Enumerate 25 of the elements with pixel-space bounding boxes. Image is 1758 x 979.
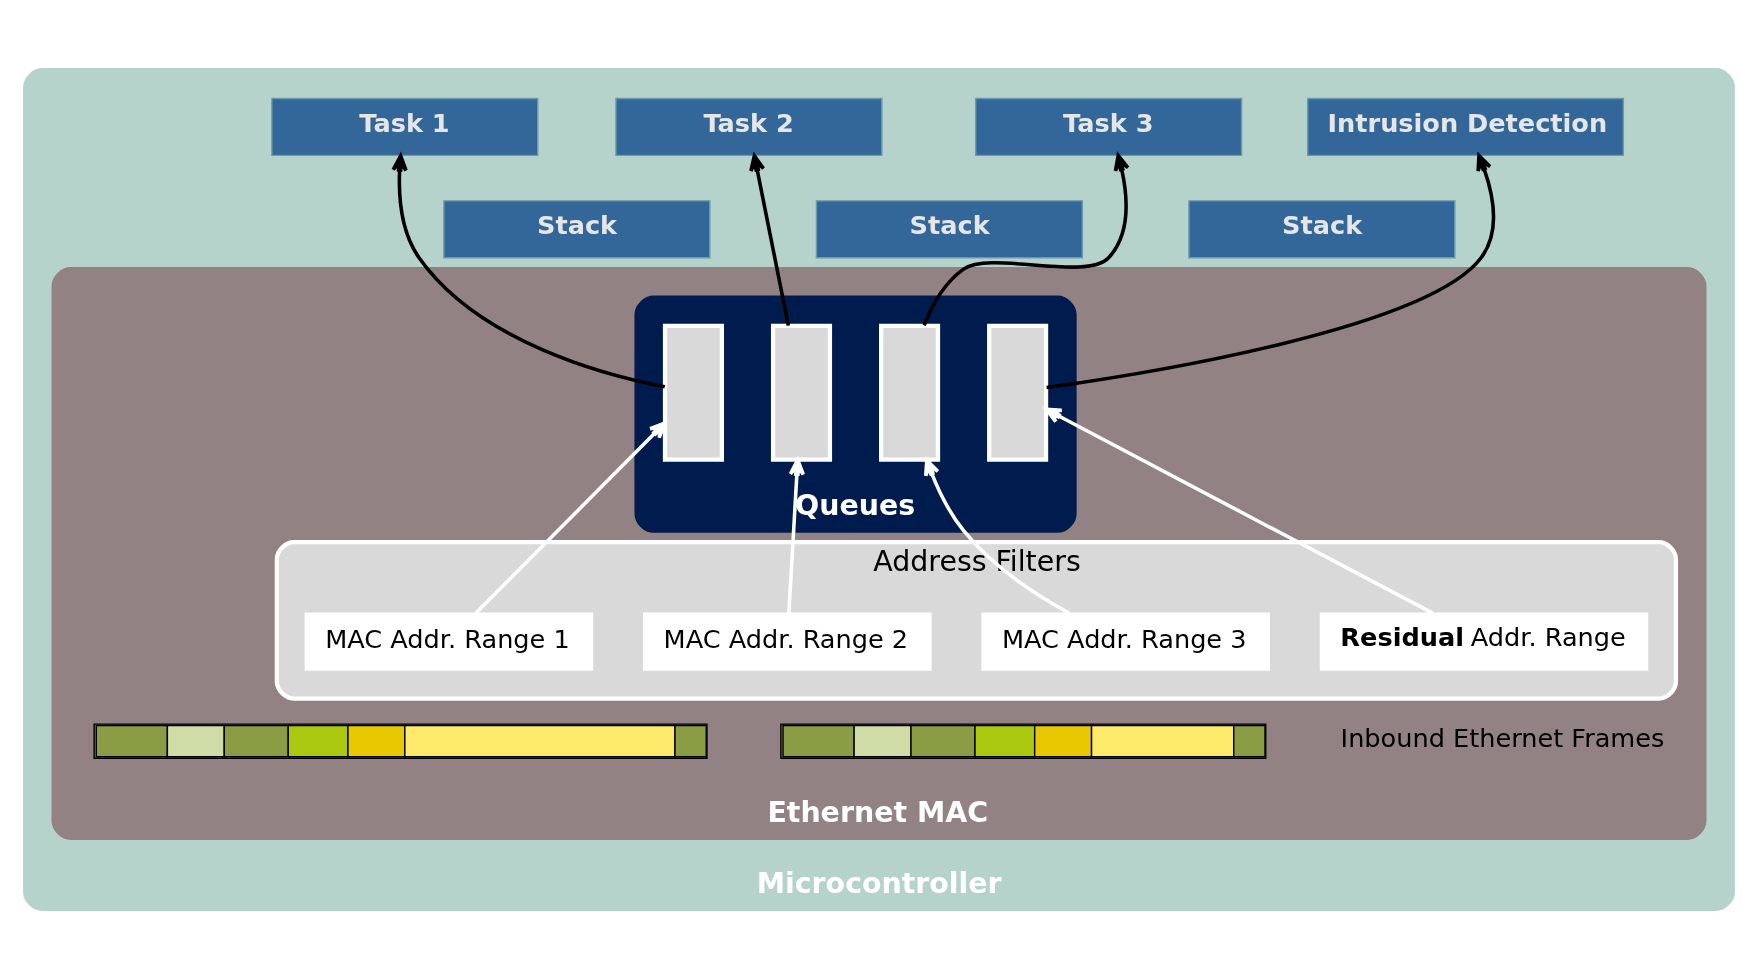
cluster: Queues [634,295,1077,533]
node-box: Stack [815,200,1084,259]
node-box: Task 2 [615,97,883,157]
arrow [474,421,667,615]
node-box [770,323,833,462]
arrow [924,458,1070,615]
node-box: MAC Addr. Range 3 [981,612,1270,671]
node-box: Intrusion Detection [1306,97,1625,157]
node-box: Stack [1188,200,1456,259]
node-box: Residual Addr. Range [1319,612,1649,671]
node-box [879,323,941,462]
node-box: Stack [443,200,711,259]
arrow [749,153,791,327]
arrow [922,153,1130,327]
node-box [987,323,1049,462]
node-box [662,323,725,462]
label: Inbound Ethernet Frames [1340,723,1665,754]
node-box: Task 1 [271,97,539,157]
node-box: Task 3 [974,97,1243,157]
arrow [1044,407,1434,615]
arrow [391,154,666,389]
node-box: MAC Addr. Range 1 [304,612,594,671]
arrow [787,458,806,614]
arrow [1046,153,1496,390]
node-box: MAC Addr. Range 2 [643,612,932,671]
